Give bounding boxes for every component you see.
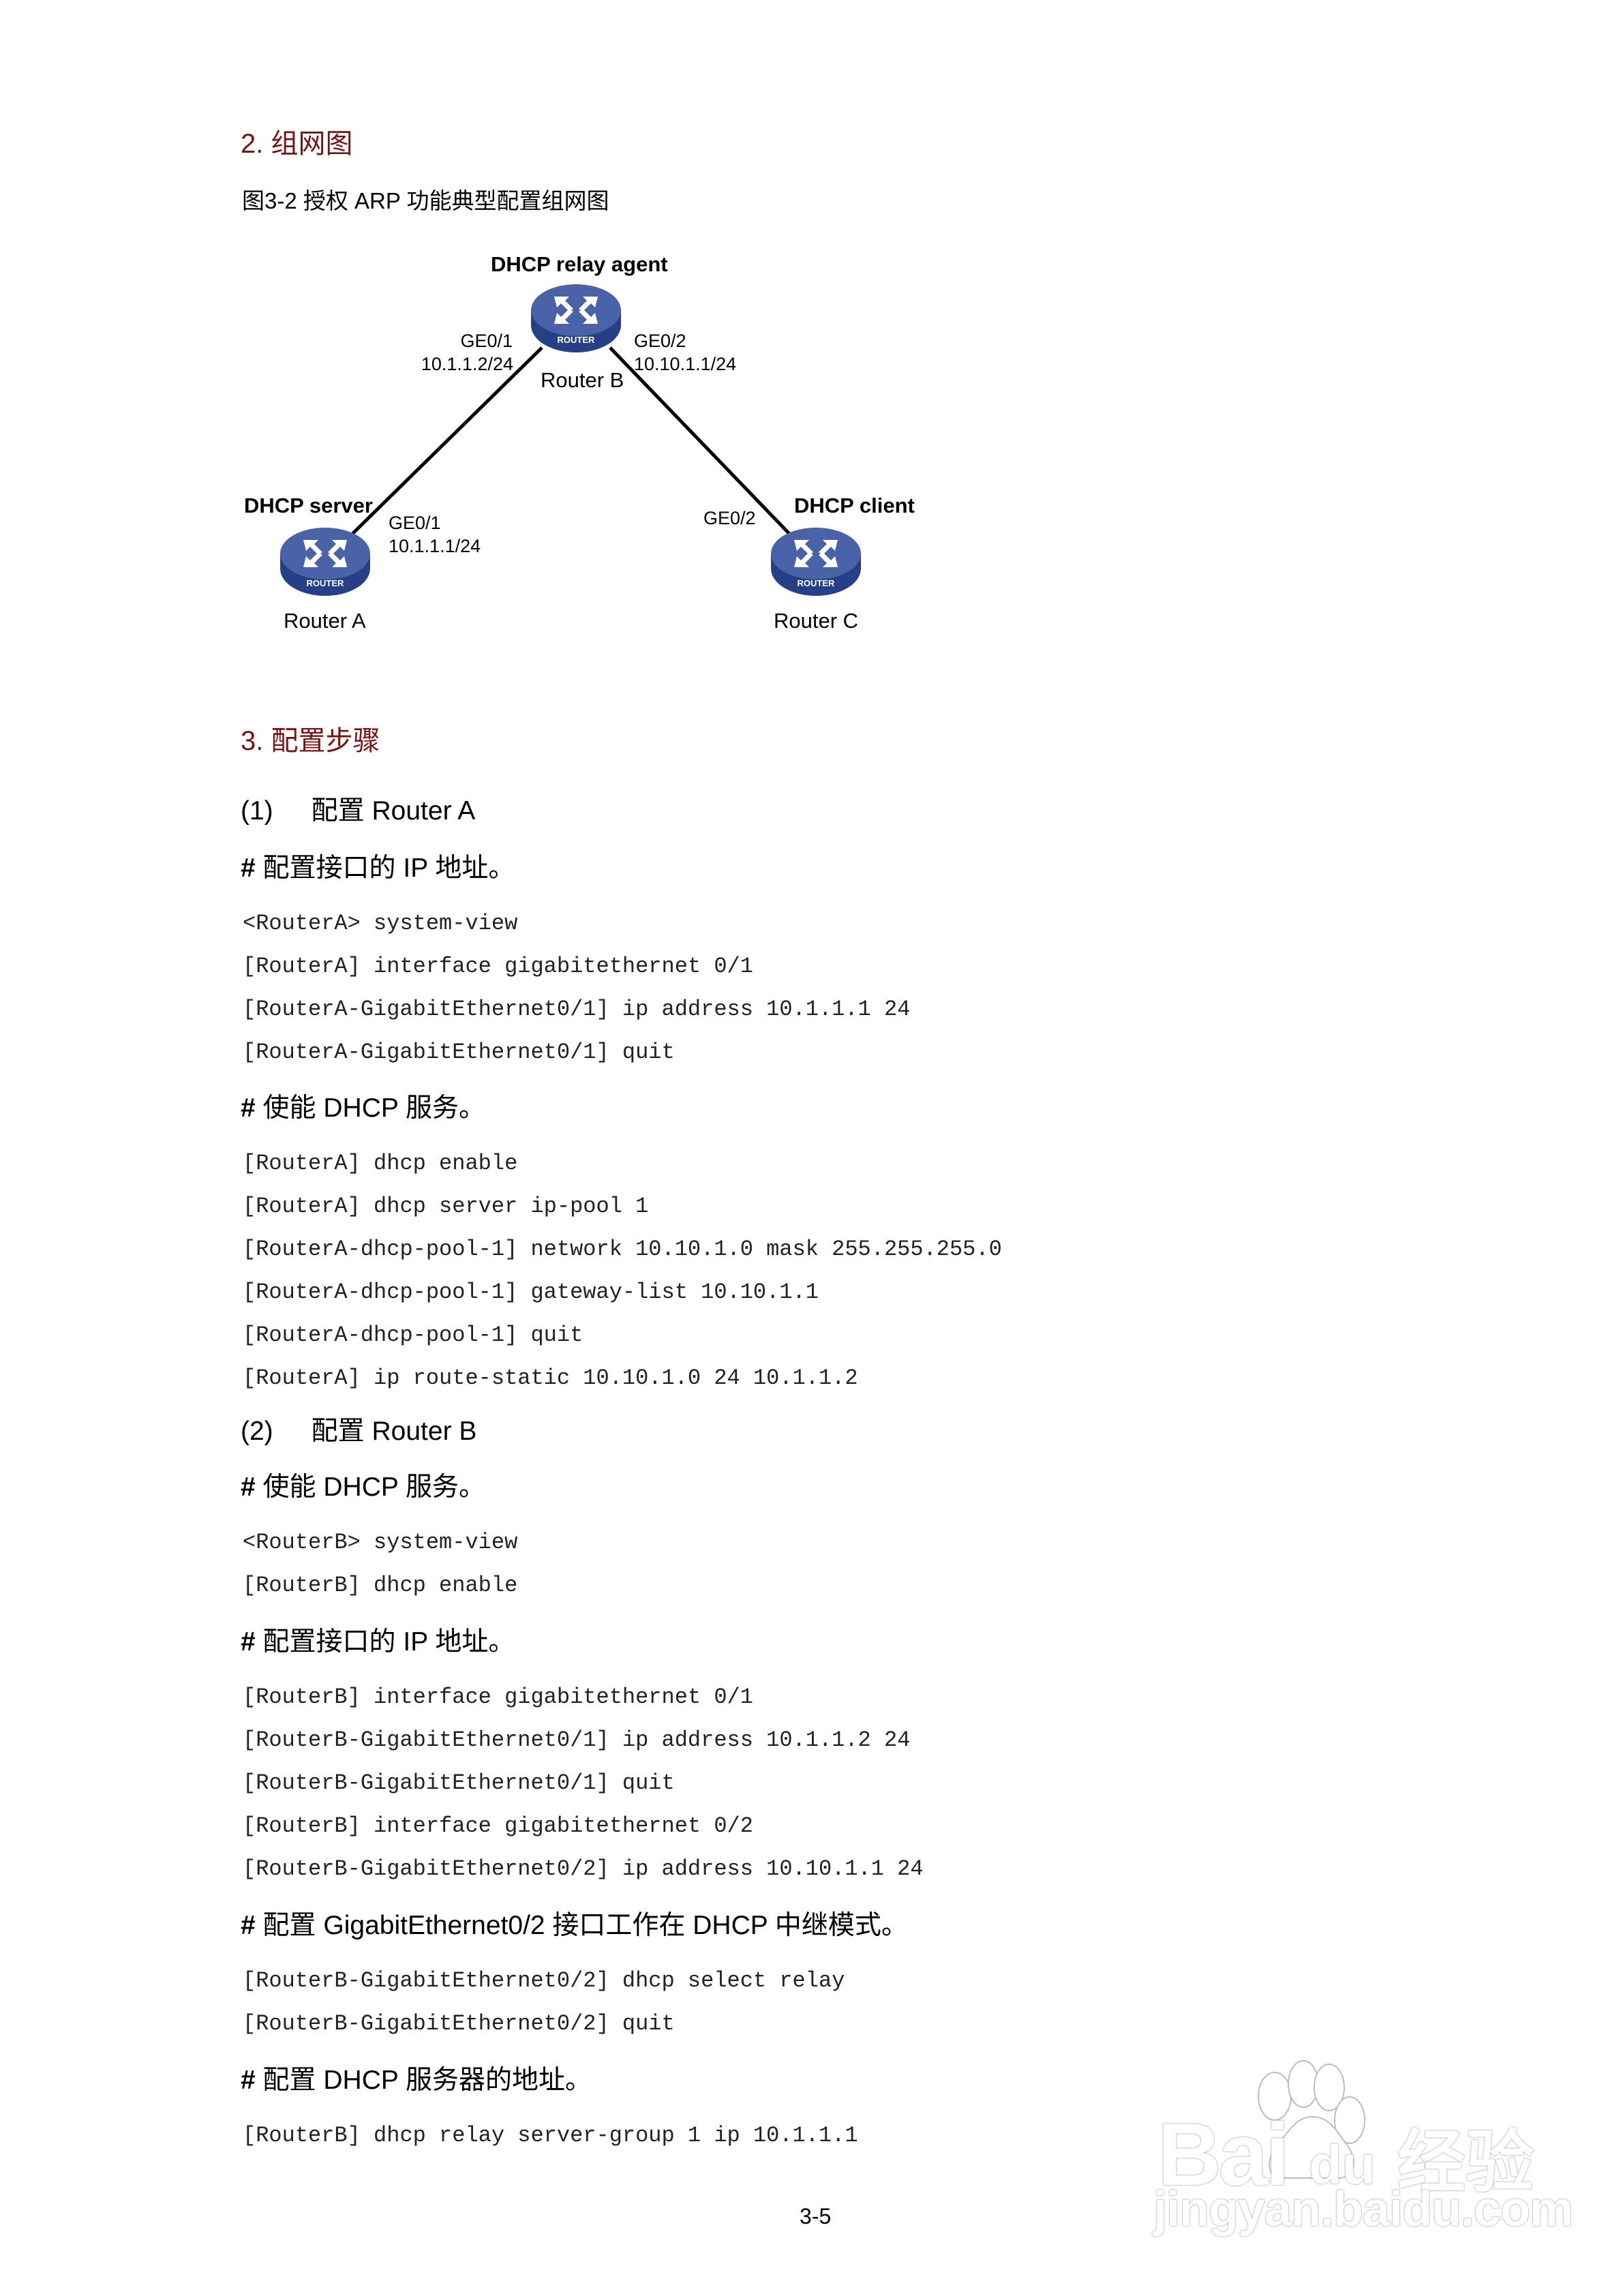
- router-a-role: DHCP server: [244, 494, 373, 517]
- watermark-cn: 经验: [1397, 2124, 1534, 2201]
- step-2-note-ip: # 配置接口的 IP 地址。: [241, 1627, 515, 1657]
- code-line: [RouterA-dhcp-pool-1] gateway-list 10.10…: [243, 1280, 819, 1305]
- router-a-ip: 10.1.1.1/24: [389, 536, 481, 556]
- code-line: [RouterB-GigabitEthernet0/2] ip address …: [243, 1856, 924, 1882]
- step-2-number: (2): [241, 1417, 273, 1446]
- router-b-left-port: GE0/1: [460, 331, 513, 351]
- code-line: [RouterA] dhcp enable: [243, 1151, 518, 1176]
- code-line: <RouterA> system-view: [243, 911, 518, 936]
- step-2-title: 配置 Router B: [311, 1417, 477, 1446]
- link-lines: [350, 346, 792, 537]
- figure-caption: 图3-2 授权 ARP 功能典型配置组网图: [242, 188, 609, 213]
- step-1-title: 配置 Router A: [311, 796, 476, 826]
- code-line: [RouterA] ip route-static 10.10.1.0 24 1…: [243, 1365, 858, 1391]
- router-a-name: Router A: [284, 609, 366, 633]
- step-2-heading: (2) 配置 Router B: [241, 1410, 476, 1448]
- code-line: [RouterA] interface gigabitethernet 0/1: [243, 954, 753, 979]
- code-line: [RouterB] interface gigabitethernet 0/2: [243, 1813, 753, 1839]
- code-line: [RouterB-GigabitEthernet0/1] ip address …: [243, 1727, 911, 1753]
- code-line: [RouterA-dhcp-pool-1] quit: [243, 1323, 583, 1348]
- router-b-right-port: GE0/2: [634, 331, 686, 351]
- router-b-left-ip: 10.1.1.2/24: [421, 354, 513, 374]
- code-line: [RouterB] dhcp relay server-group 1 ip 1…: [243, 2123, 858, 2148]
- code-line: [RouterB] interface gigabitethernet 0/1: [243, 1685, 753, 1710]
- code-line: [RouterB-GigabitEthernet0/2] quit: [243, 2011, 675, 2036]
- router-b-icon: ROUTER: [531, 284, 621, 352]
- step-2-note-server: # 配置 DHCP 服务器的地址。: [241, 2066, 592, 2095]
- svg-text:ROUTER: ROUTER: [558, 335, 596, 345]
- step-1-note-ip: # 配置接口的 IP 地址。: [241, 854, 515, 883]
- code-line: [RouterA-dhcp-pool-1] network 10.10.1.0 …: [243, 1237, 1002, 1262]
- watermark-brand: Bai: [1157, 2104, 1290, 2204]
- router-a-icon: ROUTER: [280, 528, 370, 596]
- watermark-url: jingyan.baidu.com: [1153, 2182, 1573, 2237]
- link-routerB-routerA: [350, 346, 543, 537]
- router-c-icon: ROUTER: [771, 528, 861, 596]
- router-a-port: GE0/1: [389, 513, 441, 533]
- router-b-role: DHCP relay agent: [491, 252, 668, 276]
- watermark-paw-text: du: [1309, 2134, 1376, 2195]
- router-c-port: GE0/2: [703, 508, 756, 528]
- step-1-heading: (1) 配置 Router A: [241, 789, 475, 828]
- code-line: [RouterB] dhcp enable: [243, 1573, 518, 1598]
- page-number: 3-5: [800, 2204, 832, 2229]
- code-line: [RouterA-GigabitEthernet0/1] ip address …: [243, 997, 911, 1022]
- svg-text:ROUTER: ROUTER: [798, 578, 836, 588]
- section-heading-topology: 2. 组网图: [241, 129, 353, 159]
- router-b-right-ip: 10.10.1.1/24: [634, 354, 737, 374]
- link-routerB-routerC: [609, 346, 792, 537]
- code-line: [RouterA-GigabitEthernet0/1] quit: [243, 1040, 675, 1065]
- code-line: [RouterA] dhcp server ip-pool 1: [243, 1194, 649, 1219]
- code-line: [RouterB-GigabitEthernet0/2] dhcp select…: [243, 1968, 845, 1993]
- router-c-name: Router C: [774, 609, 859, 633]
- step-1-note-dhcp: # 使能 DHCP 服务。: [241, 1093, 486, 1123]
- section-heading-steps: 3. 配置步骤: [241, 726, 380, 756]
- code-line: [RouterB-GigabitEthernet0/1] quit: [243, 1770, 675, 1796]
- step-2-note-relay: # 配置 GigabitEthernet0/2 接口工作在 DHCP 中继模式。: [241, 1911, 908, 1940]
- paw-icon: [1258, 2060, 1365, 2179]
- router-c-role: DHCP client: [794, 494, 915, 517]
- step-1-number: (1): [241, 796, 273, 826]
- code-line: <RouterB> system-view: [243, 1530, 518, 1555]
- step-2-note-dhcp: # 使能 DHCP 服务。: [241, 1472, 486, 1502]
- svg-text:ROUTER: ROUTER: [307, 578, 345, 588]
- router-b-name: Router B: [541, 368, 624, 392]
